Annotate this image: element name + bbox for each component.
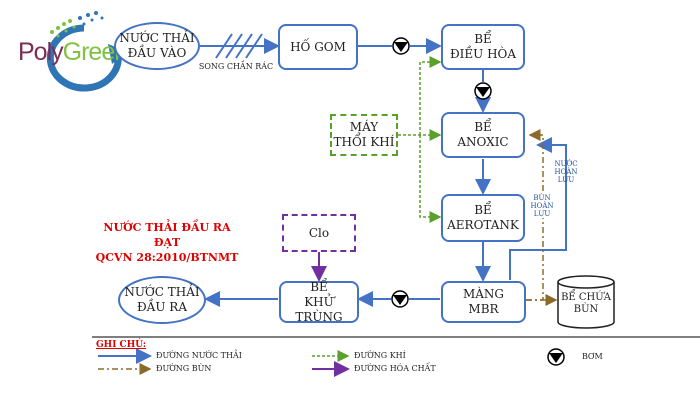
node-label: KHỬ TRÙNG	[295, 294, 343, 324]
sludge-tank-shape	[557, 275, 615, 329]
label-line: NƯỚC	[554, 160, 578, 168]
legend-pump-label: BƠM	[582, 352, 603, 361]
air-to-eq	[419, 56, 442, 135]
node-label: MBR	[468, 302, 499, 316]
logo-text-poly: Poly	[18, 38, 64, 66]
air-blower-node: MÁY THỔI KHÍ	[330, 114, 398, 156]
sludge-return-label: BÙN HOÀN LƯU	[528, 194, 556, 218]
legend-pump-icon	[547, 348, 565, 366]
pump-icon	[391, 290, 409, 308]
label-line: BÙN	[533, 194, 551, 202]
node-label: BỂ	[310, 279, 328, 294]
node-label: HỐ GOM	[290, 39, 346, 54]
flow-water-return	[509, 137, 567, 280]
sludge-tank-label: BỂ CHỨA BÙN	[558, 292, 614, 316]
pump-icon	[392, 37, 410, 55]
treated-wastewater-output-node: NƯỚC THẢI ĐẦU RA	[118, 276, 206, 324]
air-to-aerotank	[419, 135, 442, 223]
node-label: ĐẦU VÀO	[127, 46, 187, 60]
node-label: NƯỚC THẢI	[119, 31, 195, 45]
note-line: QCVN 28:2010/BTNMT	[95, 251, 239, 264]
collection-pit-node: HỐ GOM	[278, 24, 358, 70]
node-label: MÁY	[349, 120, 379, 134]
output-standard-note: NƯỚC THẢI ĐẦU RA ĐẠT QCVN 28:2010/BTNMT	[92, 220, 242, 265]
chlorine-node: Clo	[282, 214, 356, 252]
node-label: BỂ	[474, 32, 492, 46]
node-label: ANOXIC	[457, 135, 509, 149]
brand-logo: PolyGreen	[18, 38, 128, 67]
label-line: HOÀN	[530, 202, 554, 210]
node-label: MÀNG	[462, 287, 505, 301]
aerotank-node: BỂ AEROTANK	[441, 194, 525, 242]
node-label: THỔI KHÍ	[333, 135, 395, 149]
node-label: AEROTANK	[447, 218, 519, 232]
node-label: BỂ	[474, 120, 492, 134]
water-return-label: NƯỚC HOÀN LƯU	[552, 160, 580, 184]
label-line: HOÀN	[554, 168, 578, 176]
legend-chemical-label: ĐƯỜNG HÓA CHẤT	[354, 364, 436, 373]
label-line: LƯU	[533, 210, 551, 218]
note-line: ĐẠT	[153, 236, 181, 249]
anoxic-tank-node: BỂ ANOXIC	[441, 112, 525, 158]
legend-sludge-label: ĐƯỜNG BÙN	[156, 364, 212, 373]
node-label: ĐẦU RA	[137, 300, 187, 314]
label-line: LƯU	[557, 176, 575, 184]
screen-label: SONG CHẮN RÁC	[198, 62, 274, 71]
raw-wastewater-input-node: NƯỚC THẢI ĐẦU VÀO	[114, 22, 200, 70]
label-line: BÙN	[573, 304, 599, 315]
disinfection-tank-node: BỂ KHỬ TRÙNG	[279, 279, 359, 324]
node-label: ĐIỀU HÒA	[449, 47, 517, 61]
legend-water-label: ĐƯỜNG NƯỚC THẢI	[156, 351, 242, 360]
label-line: BỂ CHỨA	[561, 292, 611, 303]
mbr-membrane-node: MÀNG MBR	[441, 281, 526, 323]
note-line: NƯỚC THẢI ĐẦU RA	[103, 221, 231, 234]
node-label: Clo	[308, 226, 330, 240]
legend-title: GHI CHÚ:	[96, 340, 147, 350]
node-label: BỂ	[474, 203, 492, 217]
node-label: NƯỚC THẢI	[124, 285, 200, 299]
pump-icon	[474, 82, 492, 100]
legend-air-label: ĐƯỜNG KHÍ	[354, 351, 406, 360]
equalization-tank-node: BỂ ĐIỀU HÒA	[441, 24, 525, 70]
